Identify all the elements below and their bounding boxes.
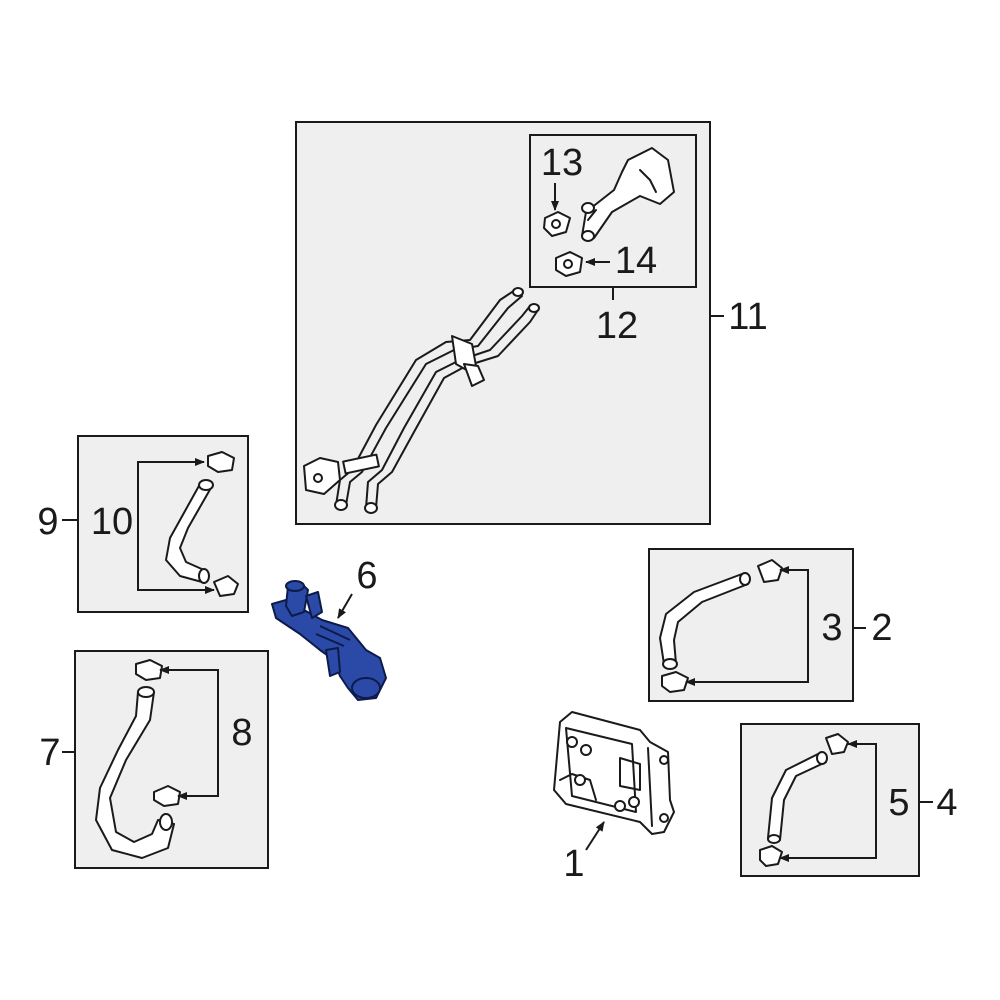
group-11-box — [295, 121, 724, 525]
callout-6: 6 — [356, 555, 377, 597]
pipe-assembly — [303, 287, 540, 514]
callout-14: 14 — [615, 240, 657, 282]
group-7-box — [62, 650, 269, 869]
clamp-10-bottom — [213, 575, 239, 597]
hose-3 — [659, 572, 751, 670]
leader-3-top — [779, 566, 809, 628]
clamp-8-top — [135, 659, 163, 681]
hose-8 — [95, 686, 175, 859]
clamp-8-bottom — [153, 785, 181, 807]
hose-10 — [165, 479, 214, 584]
clamp-3-top — [757, 559, 783, 583]
callout-5: 5 — [888, 782, 909, 824]
clamp-3-bottom — [661, 671, 689, 693]
group-2-box — [648, 548, 866, 702]
group-4-box — [740, 723, 933, 877]
leader-8-bottom — [177, 732, 219, 800]
leader-5-bottom — [779, 802, 877, 862]
clamp-5-bottom — [759, 845, 783, 867]
leader-1 — [585, 821, 605, 851]
callout-7: 7 — [39, 732, 60, 774]
callout-9: 9 — [37, 501, 58, 543]
leader-6 — [337, 593, 353, 619]
clamp-10-top — [207, 451, 235, 473]
callout-1: 1 — [563, 843, 584, 885]
callout-3: 3 — [821, 607, 842, 649]
clamp-14 — [555, 251, 583, 277]
hose-5 — [767, 751, 828, 844]
callout-4: 4 — [936, 782, 957, 824]
callout-8: 8 — [231, 712, 252, 754]
callout-10: 10 — [91, 501, 133, 543]
water-outlet-6 — [271, 580, 387, 701]
callout-2: 2 — [871, 607, 892, 649]
clamp-13 — [543, 211, 571, 237]
oil-cooler-1 — [553, 711, 675, 835]
callout-11: 11 — [728, 296, 767, 338]
leader-5-top — [847, 740, 877, 802]
clamp-5-top — [825, 733, 849, 755]
leader-3-bottom — [685, 628, 809, 686]
leader-10-top — [137, 458, 205, 520]
leader-10-bottom — [137, 520, 215, 594]
leader-8-top — [159, 666, 219, 732]
group-9-box — [62, 435, 249, 613]
hose-12 — [581, 147, 675, 242]
callout-12: 12 — [596, 305, 638, 347]
callout-13: 13 — [541, 142, 583, 184]
